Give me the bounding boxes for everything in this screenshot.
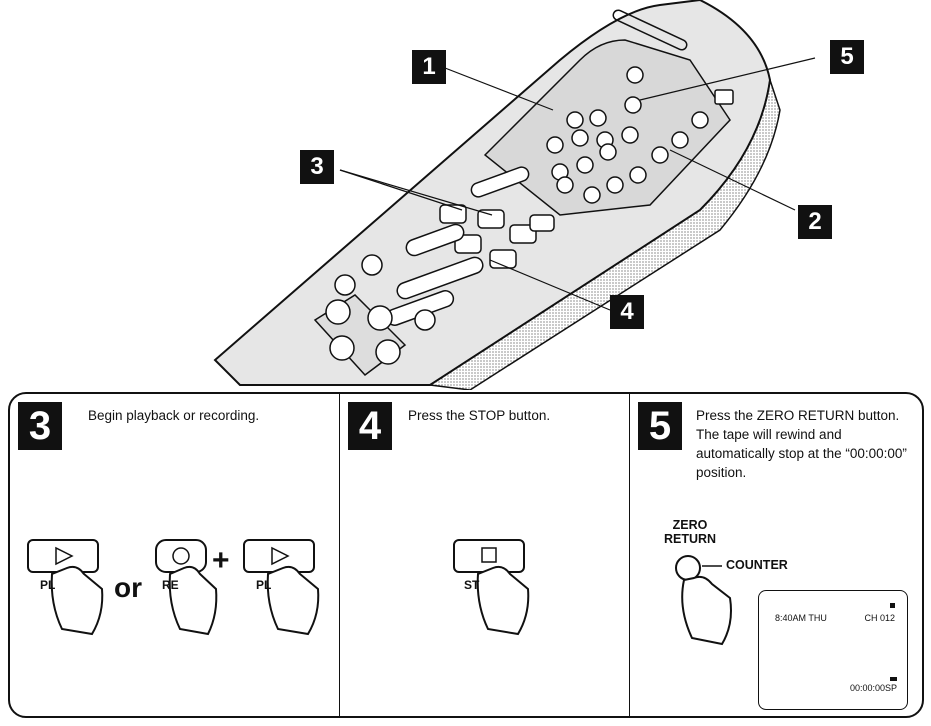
- remote-illustration: [0, 0, 931, 390]
- steps-panel: 3 Begin playback or recording. PL or RE …: [8, 392, 924, 718]
- stop-label: ST: [464, 578, 479, 592]
- screen-speed: SP: [885, 683, 897, 693]
- callout-5: 5: [830, 40, 864, 74]
- remote-control-drawing: [0, 0, 931, 390]
- rec-button-illustration: [150, 534, 220, 644]
- play-label: PL: [40, 578, 55, 592]
- callout-4: 4: [610, 295, 644, 329]
- tv-screen-display: 8:40AM THU CH 012 00:00:00 SP: [758, 590, 908, 710]
- or-word: or: [114, 572, 142, 604]
- callout-1: 1: [412, 50, 446, 84]
- plus-sign: +: [212, 544, 230, 578]
- screen-channel: CH 012: [864, 613, 895, 623]
- step-4: 4 Press the STOP button. ST: [340, 394, 630, 716]
- play-button-illustration-2: [238, 534, 328, 644]
- play-label-2: PL: [256, 578, 271, 592]
- callout-3: 3: [300, 150, 334, 184]
- play-button-illustration: [22, 534, 112, 644]
- step-instruction: Press the STOP button.: [408, 406, 618, 425]
- screen-time: 8:40AM THU: [775, 613, 827, 623]
- step-number: 5: [638, 402, 682, 450]
- step-number: 4: [348, 402, 392, 450]
- rec-label: RE: [162, 578, 179, 592]
- indicator-mark: [890, 603, 895, 608]
- step-number: 3: [18, 402, 62, 450]
- step-3: 3 Begin playback or recording. PL or RE …: [10, 394, 340, 716]
- callout-2: 2: [798, 205, 832, 239]
- step-5: 5 Press the ZERO RETURN button. The tape…: [630, 394, 922, 716]
- indicator-mark-2: [890, 677, 897, 681]
- step-instruction: Begin playback or recording.: [88, 406, 328, 425]
- screen-counter: 00:00:00: [850, 683, 885, 693]
- stop-button-illustration: [448, 534, 538, 644]
- counter-label: COUNTER: [726, 558, 788, 572]
- step-instruction: Press the ZERO RETURN button. The tape w…: [696, 406, 914, 482]
- zero-return-label: ZERO RETURN: [664, 518, 716, 546]
